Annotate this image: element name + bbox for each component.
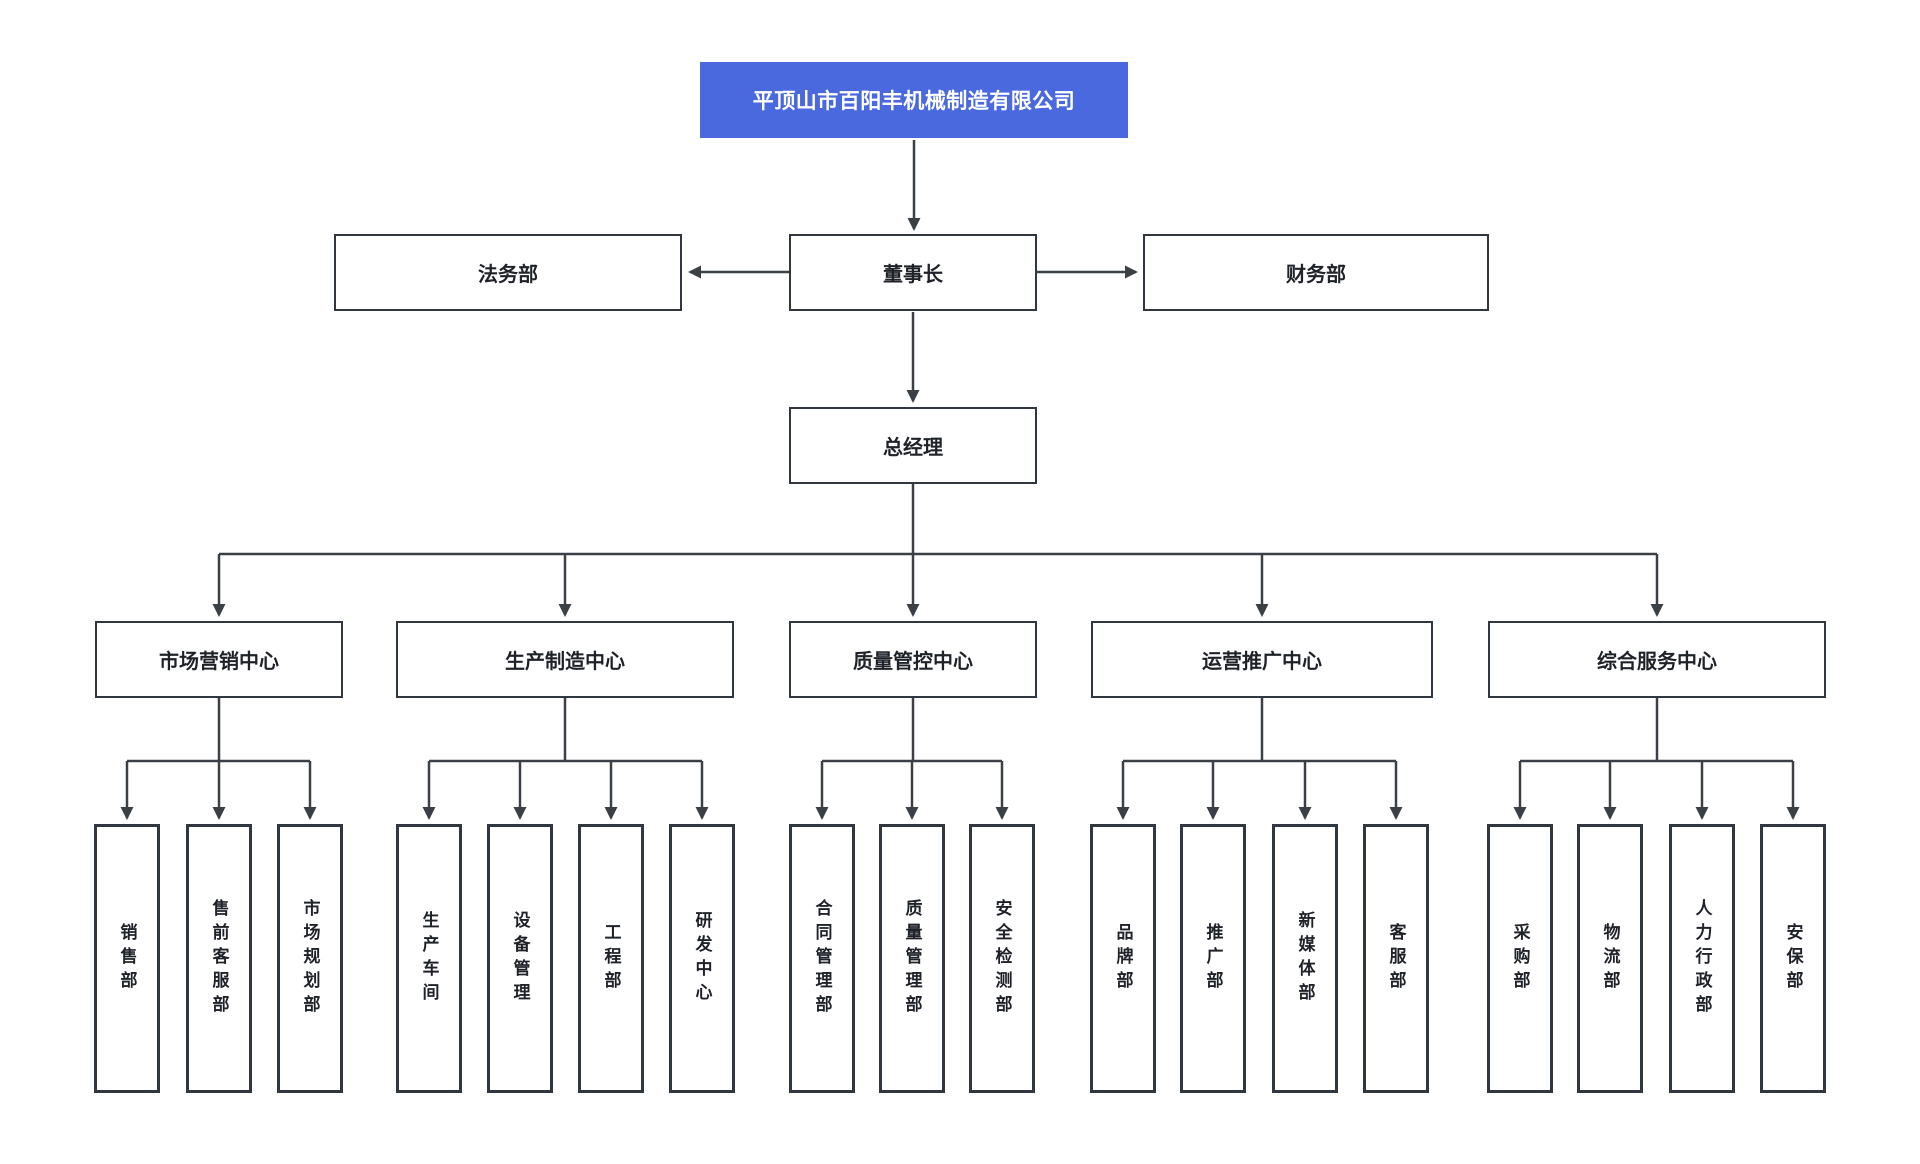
company-name: 平顶山市百阳丰机械制造有限公司 xyxy=(752,90,1076,113)
node-label: 品牌部 xyxy=(1113,922,1133,995)
node-chairman: 董事长 xyxy=(789,234,1037,311)
node-finance-dept: 财务部 xyxy=(1143,234,1489,311)
node-label: 研发中心 xyxy=(692,910,712,1007)
node-dept-brand: 品牌部 xyxy=(1090,824,1156,1093)
node-label: 物流部 xyxy=(1600,922,1620,995)
node-label: 工程部 xyxy=(601,922,621,995)
node-label: 采购部 xyxy=(1510,922,1530,995)
node-label: 市场规划部 xyxy=(300,898,320,1019)
node-label: 总经理 xyxy=(883,437,943,459)
node-dept-hr-admin: 人力行政部 xyxy=(1669,824,1735,1093)
node-label: 市场营销中心 xyxy=(159,651,279,673)
node-company-root: 平顶山市百阳丰机械制造有限公司 xyxy=(700,62,1128,138)
node-label: 质量管控中心 xyxy=(853,651,973,673)
node-dept-contract-management: 合同管理部 xyxy=(789,824,855,1093)
node-center-marketing: 市场营销中心 xyxy=(95,621,343,698)
node-label: 推广部 xyxy=(1203,922,1223,995)
node-label: 安全检测部 xyxy=(992,898,1012,1019)
node-dept-safety-inspection: 安全检测部 xyxy=(969,824,1035,1093)
node-dept-procurement: 采购部 xyxy=(1487,824,1553,1093)
node-label: 董事长 xyxy=(883,264,943,286)
node-dept-new-media: 新媒体部 xyxy=(1272,824,1338,1093)
node-label: 合同管理部 xyxy=(812,898,832,1019)
node-legal-dept: 法务部 xyxy=(334,234,682,311)
node-dept-rnd-center: 研发中心 xyxy=(669,824,735,1093)
node-label: 新媒体部 xyxy=(1295,910,1315,1007)
node-dept-quality-management: 质量管理部 xyxy=(879,824,945,1093)
node-dept-engineering: 工程部 xyxy=(578,824,644,1093)
node-center-production: 生产制造中心 xyxy=(396,621,734,698)
node-dept-market-planning: 市场规划部 xyxy=(277,824,343,1093)
node-general-manager: 总经理 xyxy=(789,407,1037,484)
node-center-operations: 运营推广中心 xyxy=(1091,621,1433,698)
node-dept-sales: 销售部 xyxy=(94,824,160,1093)
node-label: 法务部 xyxy=(478,264,538,286)
node-label: 设备管理 xyxy=(510,910,530,1007)
node-label: 质量管理部 xyxy=(902,898,922,1019)
node-dept-production-workshop: 生产车间 xyxy=(396,824,462,1093)
node-label: 生产制造中心 xyxy=(505,651,625,673)
node-label: 销售部 xyxy=(117,922,137,995)
node-label: 售前客服部 xyxy=(209,898,229,1019)
node-dept-promotion: 推广部 xyxy=(1180,824,1246,1093)
node-dept-security: 安保部 xyxy=(1760,824,1826,1093)
node-label: 客服部 xyxy=(1386,922,1406,995)
node-dept-logistics: 物流部 xyxy=(1577,824,1643,1093)
node-label: 人力行政部 xyxy=(1692,898,1712,1019)
node-center-services: 综合服务中心 xyxy=(1488,621,1826,698)
node-label: 综合服务中心 xyxy=(1597,651,1717,673)
node-label: 安保部 xyxy=(1783,922,1803,995)
node-dept-equipment-management: 设备管理 xyxy=(487,824,553,1093)
node-label: 财务部 xyxy=(1286,264,1346,286)
node-label: 运营推广中心 xyxy=(1202,651,1322,673)
node-label: 生产车间 xyxy=(419,910,439,1007)
node-dept-customer-service: 客服部 xyxy=(1363,824,1429,1093)
node-dept-presales-service: 售前客服部 xyxy=(186,824,252,1093)
node-center-quality: 质量管控中心 xyxy=(789,621,1037,698)
